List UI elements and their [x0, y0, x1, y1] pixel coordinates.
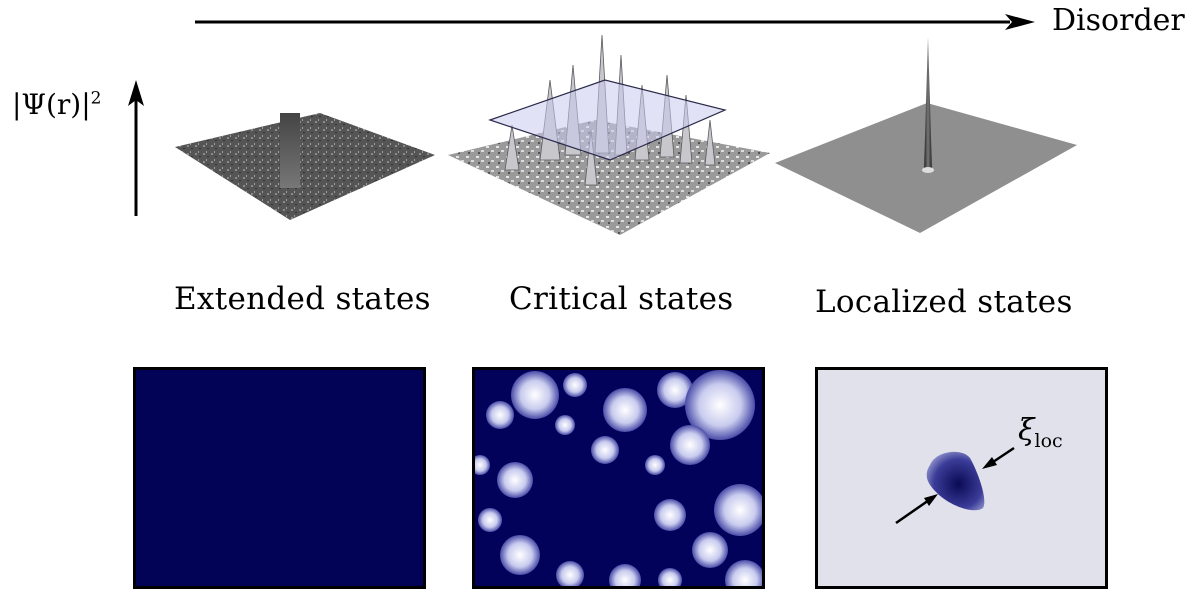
critical-states-surface — [448, 35, 770, 235]
xi-symbol: ξ — [1018, 413, 1035, 448]
extended-states-surface — [175, 113, 435, 220]
probability-axis-label: |Ψ(r)|2 — [12, 88, 101, 121]
psi-label-main: |Ψ(r)| — [12, 88, 91, 121]
critical-states-panel — [472, 367, 765, 589]
localized-states-surface — [775, 37, 1077, 233]
critical-states-label: Critical states — [509, 281, 734, 317]
multifractal-pattern — [475, 370, 762, 586]
xi-subscript: loc — [1034, 430, 1063, 452]
localized-blob-diagram — [895, 446, 1015, 525]
localized-states-label: Localized states — [815, 284, 1073, 320]
probability-axis-arrow — [128, 80, 144, 216]
disorder-label: Disorder — [1052, 3, 1185, 38]
extended-states-panel — [133, 367, 426, 589]
extended-states-label: Extended states — [174, 281, 431, 317]
localized-states-panel — [815, 367, 1108, 589]
disorder-arrow — [195, 14, 1035, 30]
psi-label-exponent: 2 — [90, 88, 102, 109]
localization-length-label: ξloc — [1018, 413, 1063, 452]
